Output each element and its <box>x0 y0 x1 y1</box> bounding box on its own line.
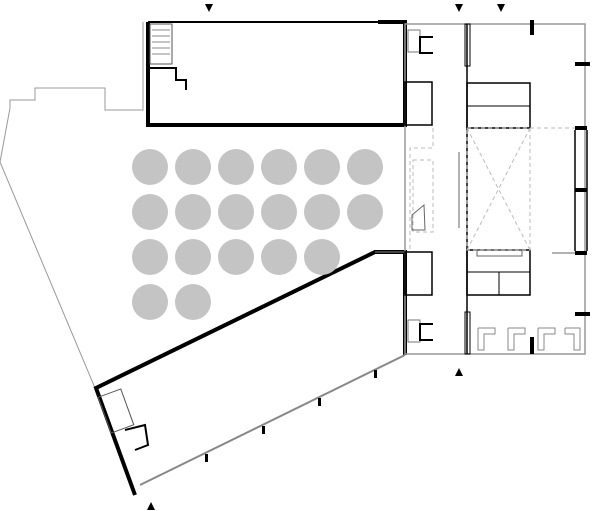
tree <box>347 194 383 230</box>
tree <box>218 194 254 230</box>
tree <box>132 149 168 185</box>
east-block <box>404 20 590 355</box>
tree <box>218 239 254 275</box>
tree <box>261 149 297 185</box>
tree <box>132 194 168 230</box>
tree <box>347 149 383 185</box>
tree <box>175 284 211 320</box>
tree-grove <box>132 149 383 320</box>
tree <box>132 239 168 275</box>
tree <box>175 194 211 230</box>
north-block <box>146 20 407 127</box>
tree <box>261 239 297 275</box>
tree <box>304 194 340 230</box>
tree <box>261 194 297 230</box>
entrance-arrow-icon <box>147 502 155 510</box>
entrance-arrow-icon <box>205 4 213 12</box>
tree <box>175 239 211 275</box>
entrance-arrow-icon <box>455 4 463 12</box>
entrance-markers <box>147 4 505 510</box>
tree <box>304 149 340 185</box>
tree <box>175 149 211 185</box>
tree <box>132 284 168 320</box>
tree <box>218 149 254 185</box>
entrance-arrow-icon <box>455 368 463 376</box>
tree <box>304 239 340 275</box>
entrance-arrow-icon <box>497 4 505 12</box>
site-boundary <box>0 22 144 389</box>
